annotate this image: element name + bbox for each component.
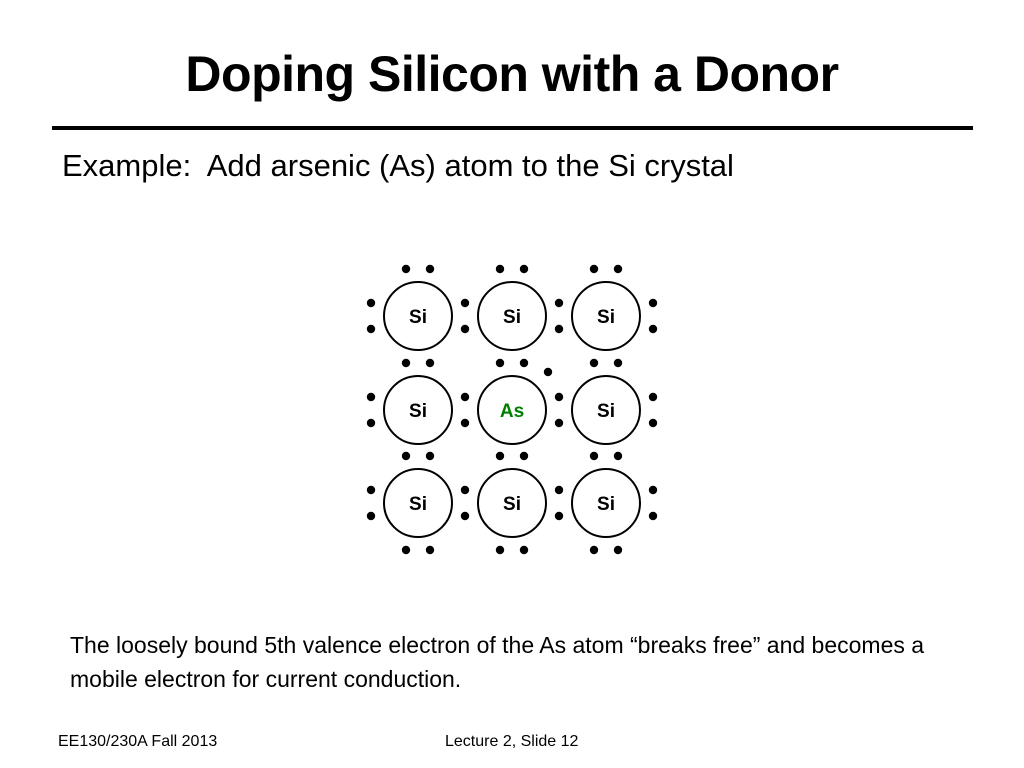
valence-electron-dot — [425, 451, 435, 461]
si-atom-label: Si — [503, 307, 521, 328]
valence-electron-dot — [648, 392, 658, 402]
valence-electron-dot — [460, 392, 470, 402]
si-atom-label: Si — [409, 307, 427, 328]
slide-number-footer: Lecture 2, Slide 12 — [445, 733, 579, 750]
valence-electron-dot — [589, 545, 599, 555]
valence-electron-dot — [648, 485, 658, 495]
valence-electron-dot — [519, 358, 529, 368]
si-atom-label: Si — [503, 494, 521, 515]
valence-electron-dot — [366, 418, 376, 428]
valence-electron-dot — [460, 298, 470, 308]
si-atom-circle — [571, 375, 641, 445]
valence-electron-dot — [495, 358, 505, 368]
si-atom-circle — [383, 281, 453, 351]
valence-electron-dot — [425, 545, 435, 555]
valence-electron-dot — [495, 451, 505, 461]
si-atom-circle — [383, 375, 453, 445]
valence-electron-dot — [554, 511, 564, 521]
slide-title: Doping Silicon with a Donor — [185, 46, 839, 102]
si-atom-circle — [477, 468, 547, 538]
si-atom-label: Si — [597, 307, 615, 328]
course-footer: EE130/230A Fall 2013 — [58, 733, 218, 750]
valence-electron-dot — [401, 545, 411, 555]
valence-electron-dot — [425, 264, 435, 274]
valence-electron-dot — [460, 485, 470, 495]
si-atom-label: Si — [409, 401, 427, 422]
si-atom-circle — [571, 281, 641, 351]
si-atom-circle — [571, 468, 641, 538]
valence-electron-dot — [366, 298, 376, 308]
valence-electron-dot — [648, 298, 658, 308]
si-atom-label: Si — [409, 494, 427, 515]
valence-electron-dot — [401, 358, 411, 368]
valence-electron-dot — [366, 511, 376, 521]
valence-electron-dot — [554, 392, 564, 402]
title-divider — [52, 126, 973, 130]
valence-electron-dot — [648, 511, 658, 521]
valence-electron-dot — [648, 324, 658, 334]
valence-electron-dot — [648, 418, 658, 428]
valence-electron-dot — [554, 298, 564, 308]
valence-electron-dot — [366, 324, 376, 334]
valence-electron-dot — [460, 511, 470, 521]
valence-electron-dot — [425, 358, 435, 368]
si-atom-circle — [477, 281, 547, 351]
si-atom-label: Si — [597, 401, 615, 422]
valence-electron-dot — [589, 264, 599, 274]
valence-electron-dot — [589, 358, 599, 368]
valence-electron-dot — [519, 264, 529, 274]
valence-electron-dot — [495, 545, 505, 555]
valence-electron-dot — [613, 545, 623, 555]
valence-electron-dot — [519, 545, 529, 555]
dopant-atom-circle — [477, 375, 547, 445]
valence-electron-dot — [401, 264, 411, 274]
valence-electron-dot — [460, 324, 470, 334]
valence-electron-dot — [401, 451, 411, 461]
valence-electron-dot — [589, 451, 599, 461]
valence-electron-dot — [495, 264, 505, 274]
dopant-atom-label: As — [500, 401, 524, 422]
valence-electron-dot — [554, 324, 564, 334]
valence-electron-dot — [460, 418, 470, 428]
valence-electron-dot — [366, 485, 376, 495]
si-atom-circle — [383, 468, 453, 538]
valence-electron-dot — [543, 367, 553, 377]
valence-electron-dot — [613, 264, 623, 274]
valence-electron-dot — [613, 451, 623, 461]
valence-electron-dot — [554, 485, 564, 495]
explanation-text: The loosely bound 5th valence electron o… — [70, 632, 925, 692]
valence-electron-dot — [613, 358, 623, 368]
valence-electron-dot — [554, 418, 564, 428]
valence-electron-dot — [519, 451, 529, 461]
valence-electron-dot — [366, 392, 376, 402]
slide-subtitle: Example: Add arsenic (As) atom to the Si… — [62, 148, 734, 183]
si-atom-label: Si — [597, 494, 615, 515]
